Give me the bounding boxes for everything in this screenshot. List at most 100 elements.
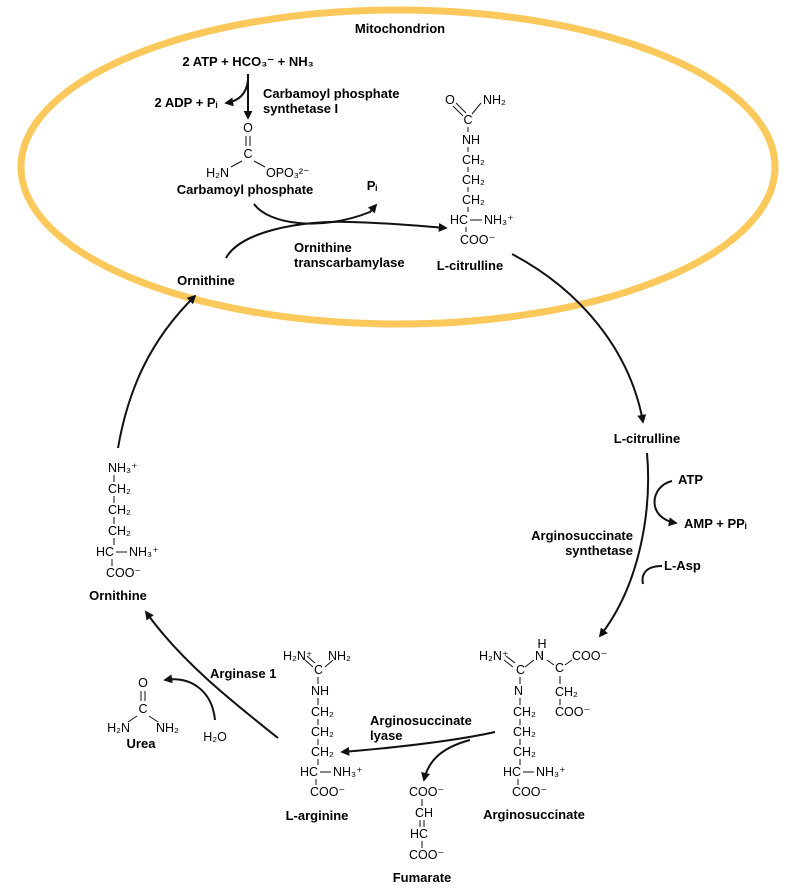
urea-o: O: [138, 676, 148, 690]
step1-enzyme-line2: synthetase I: [263, 101, 338, 116]
orn-ch2-2: CH₂: [108, 503, 131, 517]
arginine-structure: H₂N⁺ C NH₂ NH CH₂ CH₂ CH₂ HC NH₃⁺ COO⁻: [283, 649, 363, 799]
as-h2n-plus: H₂N⁺: [479, 649, 509, 663]
step3-asp-arrow: [641, 565, 663, 585]
arg-nh2: NH₂: [328, 649, 351, 663]
cit-ch2-3: CH₂: [462, 193, 485, 207]
cit-coo: COO⁻: [460, 233, 495, 247]
cit-ch2-1: CH₂: [462, 153, 485, 167]
step4-fumarate-arrow: [421, 739, 471, 782]
as-nh3: NH₃⁺: [536, 765, 566, 779]
step3-enzyme-line1: Arginosuccinate: [531, 528, 633, 543]
cit-hc: HC: [450, 213, 468, 227]
arginine-name: L-arginine: [286, 808, 349, 823]
ornithine-structure: NH₃⁺ CH₂ CH₂ CH₂ HC NH₃⁺ COO⁻: [96, 461, 159, 580]
cp-h2n: H₂N: [206, 166, 229, 180]
arg-nh3: NH₃⁺: [333, 765, 363, 779]
orn-hc: HC: [96, 545, 114, 559]
step3-atp-arrow: [653, 480, 678, 527]
fumarate-structure: COO⁻ CH HC COO⁻: [409, 785, 444, 862]
ornithine-import-arrow: [117, 294, 197, 449]
urea-nh2: NH₂: [156, 721, 179, 735]
cp-opo3: OPO₃²⁻: [266, 166, 310, 180]
step3-amp: AMP + PPᵢ: [684, 516, 747, 531]
cit-nh: NH: [462, 133, 480, 147]
step3-atp: ATP: [678, 472, 703, 487]
step4-enzyme-line2: lyase: [370, 728, 403, 743]
step1-byproduct: 2 ADP + Pᵢ: [155, 95, 218, 110]
step5-main-arrow: [144, 610, 279, 739]
citrulline-mito-name: L-citrulline: [437, 258, 503, 273]
orn-coo: COO⁻: [106, 566, 141, 580]
as-coo-side: COO⁻: [555, 705, 590, 719]
arg-c: C: [314, 663, 323, 677]
as-ch2-3: CH₂: [513, 745, 536, 759]
urea-structure: O C H₂N NH₂: [107, 676, 179, 735]
arg-coo: COO⁻: [310, 785, 345, 799]
step3-enzyme-line2: synthetase: [565, 543, 633, 558]
arg-ch2-3: CH₂: [311, 745, 334, 759]
step4-enzyme-line1: Arginosuccinate: [370, 713, 472, 728]
carbamoyl-phosphate-name: Carbamoyl phosphate: [177, 182, 314, 197]
carbamoyl-phosphate-structure: O C H₂N OPO₃²⁻: [206, 121, 310, 180]
step5-water: H₂O: [203, 730, 227, 744]
orn-nh3: NH₃⁺: [129, 545, 159, 559]
arginosuccinate-name: Arginosuccinate: [483, 807, 585, 822]
step3-main-arrow: [598, 452, 650, 638]
cit-nh3: NH₃⁺: [484, 213, 514, 227]
as-ch2-2: CH₂: [513, 725, 536, 739]
as-coo-bottom: COO⁻: [512, 785, 547, 799]
step2-main-arrow: [225, 220, 448, 259]
as-n2: N: [514, 684, 523, 698]
mitochondrion-label: Mitochondrion: [355, 21, 445, 36]
step1-byproduct-arrow: [224, 79, 249, 107]
ornithine-cyto-name: Ornithine: [89, 588, 147, 603]
cit-o: O: [445, 93, 455, 107]
cp-c: C: [243, 147, 252, 161]
as-c-guan: C: [516, 663, 525, 677]
fum-ch: CH: [415, 806, 433, 820]
mitochondrion-membrane: [17, 6, 779, 328]
urea-c: C: [138, 702, 147, 716]
as-coo-top: COO⁻: [572, 649, 607, 663]
step3-asp: L-Asp: [664, 558, 701, 573]
arg-ch2-1: CH₂: [311, 705, 334, 719]
step2-input-arrow: [253, 203, 378, 225]
cit-ch2-2: CH₂: [462, 173, 485, 187]
urea-h2n: H₂N: [107, 721, 130, 735]
as-n1: N: [535, 649, 544, 663]
arg-hc: HC: [300, 765, 318, 779]
fum-hc: HC: [410, 827, 428, 841]
step2-enzyme-line2: transcarbamylase: [294, 255, 405, 270]
as-ch2-1: CH₂: [513, 705, 536, 719]
step1-enzyme-line1: Carbamoyl phosphate: [263, 86, 400, 101]
fum-coo-bottom: COO⁻: [409, 848, 444, 862]
arg-nh: NH: [311, 684, 329, 698]
step2-enzyme-line1: Ornithine: [294, 240, 352, 255]
citrulline-cyto-name: L-citrulline: [614, 431, 680, 446]
citrulline-export-arrow: [511, 253, 647, 424]
step5-water-arrow: [163, 674, 216, 721]
cit-nh2: NH₂: [483, 93, 506, 107]
orn-ch2-3: CH₂: [108, 524, 131, 538]
cp-o: O: [243, 121, 253, 135]
orn-nh3-top: NH₃⁺: [108, 461, 138, 475]
arg-h2n-plus: H₂N⁺: [283, 649, 313, 663]
step2-byproduct: Pᵢ: [367, 178, 378, 193]
ornithine-mito-name: Ornithine: [177, 273, 235, 288]
as-c1: C: [555, 661, 564, 675]
arginosuccinate-structure: H H₂N⁺ N C COO⁻ C N CH₂ COO⁻ CH₂ CH₂ CH₂…: [479, 637, 607, 799]
as-hc: HC: [503, 765, 521, 779]
as-ch2-side: CH₂: [555, 685, 578, 699]
as-h: H: [537, 637, 546, 651]
orn-ch2-1: CH₂: [108, 482, 131, 496]
step5-enzyme: Arginase 1: [210, 666, 276, 681]
step4-main-arrow: [340, 731, 496, 756]
fum-coo-top: COO⁻: [409, 785, 444, 799]
urea-name: Urea: [127, 736, 157, 751]
cit-c: C: [463, 113, 472, 127]
citrulline-structure: O NH₂ C NH CH₂ CH₂ CH₂ HC NH₃⁺ COO⁻: [445, 93, 514, 247]
step1-reactants: 2 ATP + HCO₃⁻ + NH₃: [182, 54, 313, 69]
fumarate-name: Fumarate: [393, 870, 452, 885]
